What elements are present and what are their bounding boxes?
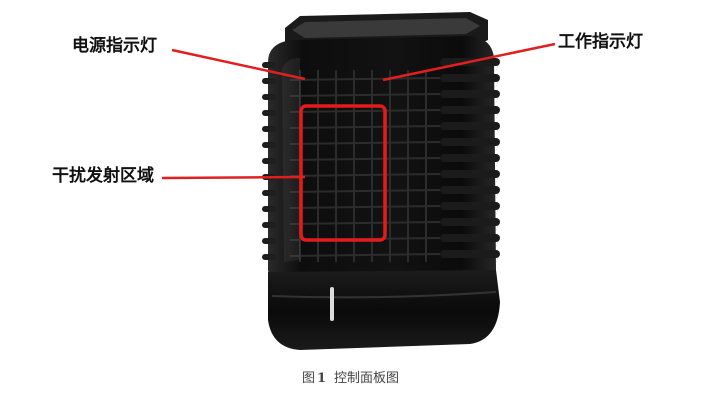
left-ribs (262, 62, 276, 260)
work-indicator-callout-line (382, 42, 556, 82)
front-grille (289, 70, 441, 262)
status-light-strip (330, 287, 334, 321)
jamming-area-callout-line (161, 175, 306, 180)
work-indicator-label: 工作指示灯 (558, 32, 643, 52)
jamming-area-highlight (299, 104, 387, 242)
device-body (262, 36, 500, 290)
jamming-area-label: 干扰发射区域 (52, 166, 154, 186)
caption-prefix: 图 (301, 371, 315, 386)
power-indicator-label: 电源指示灯 (72, 36, 157, 56)
device-base (268, 270, 500, 350)
caption-text: 控制面板图 (334, 371, 400, 386)
power-indicator-callout-line (171, 48, 306, 81)
caption-number: 1 (316, 371, 327, 386)
